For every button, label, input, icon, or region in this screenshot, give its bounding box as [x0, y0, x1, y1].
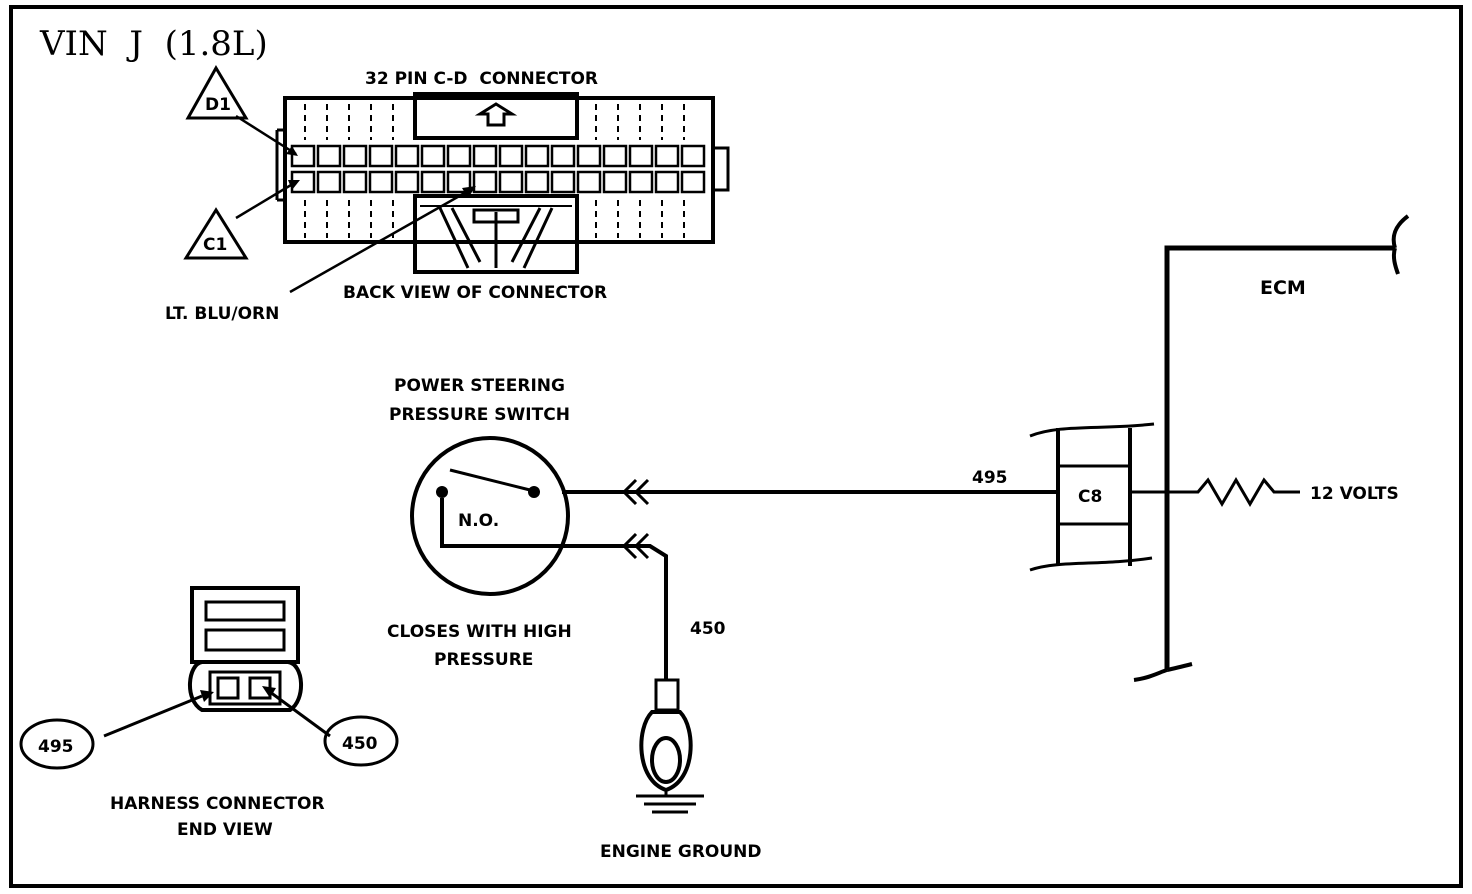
connector-dashes — [304, 104, 685, 238]
connector-cavity — [550, 144, 576, 168]
connector-cavity — [420, 144, 446, 168]
connector-cavity — [524, 170, 550, 194]
connector-cavity — [680, 144, 706, 168]
connector-cavities — [290, 144, 706, 194]
connector-cavity — [654, 170, 680, 194]
supply-voltage-label: 12 VOLTS — [1310, 484, 1399, 504]
engine-ground-label: ENGINE GROUND — [600, 842, 762, 862]
connector-cavity — [316, 144, 342, 168]
switch-name-line1: POWER STEERING — [394, 376, 565, 396]
harness-connector: 495 450 HARNESS CONNECTOR END VIEW — [19, 586, 399, 840]
harness-label-line1: HARNESS CONNECTOR — [110, 794, 325, 814]
switch-state-label: N.O. — [458, 511, 499, 531]
connector-cavity — [368, 144, 394, 168]
connector-cavity — [576, 170, 602, 194]
pin-d1-marker — [185, 65, 249, 120]
connector-cavity — [498, 144, 524, 168]
ecm-pin-label: C8 — [1078, 487, 1102, 507]
connector-cavity — [342, 144, 368, 168]
back-view-label: BACK VIEW OF CONNECTOR — [343, 283, 607, 303]
harness-label-line2: END VIEW — [177, 820, 273, 840]
connector-cavity — [394, 170, 420, 194]
wire-color-label: LT. BLU/ORN — [165, 304, 279, 324]
connector-cavity — [628, 144, 654, 168]
connector-cavity — [628, 170, 654, 194]
connector-cavity — [472, 144, 498, 168]
connector-cavity — [550, 170, 576, 194]
diagram-border — [9, 5, 1463, 888]
engine-title: VIN J (1.8L) — [39, 24, 268, 64]
circuit-450-label: 450 — [690, 619, 726, 639]
connector-cavity — [602, 170, 628, 194]
connector-cavity — [420, 170, 446, 194]
connector-cavity — [576, 144, 602, 168]
connector-cavity — [680, 170, 706, 194]
pin-d1-label: D1 — [205, 95, 231, 115]
circuit-495: 495 — [562, 468, 1058, 506]
connector-cavity — [342, 170, 368, 194]
connector-cavity — [394, 144, 420, 168]
circuit-450: 450 ENGINE GROUND — [600, 619, 762, 862]
connector-cavity — [602, 144, 628, 168]
connector-cavity — [524, 144, 550, 168]
harness-pin-495-label: 495 — [38, 737, 74, 757]
harness-pin-450-label: 450 — [342, 734, 378, 754]
connector-cavity — [446, 144, 472, 168]
connector-cavity — [316, 170, 342, 194]
circuit-495-label: 495 — [972, 468, 1008, 488]
switch-name-line2: PRESSURE SWITCH — [389, 405, 570, 425]
connector-cavity — [654, 144, 680, 168]
connector-cavity — [446, 170, 472, 194]
switch-note-line1: CLOSES WITH HIGH — [387, 622, 572, 642]
switch-note-line2: PRESSURE — [434, 650, 533, 670]
connector-cavity — [290, 144, 316, 168]
cd-connector: 32 PIN C-D CONNECTOR D1 C1 BACK VIEW OF … — [165, 65, 730, 324]
power-steering-pressure-switch: POWER STEERING PRESSURE SWITCH N.O. CLOS… — [387, 376, 668, 680]
connector-cavity — [368, 170, 394, 194]
connector-name: 32 PIN C-D CONNECTOR — [365, 69, 598, 89]
ecm-label: ECM — [1260, 277, 1306, 299]
ecm-block: ECM C8 12 VOLTS — [1029, 214, 1410, 682]
pin-c1-label: C1 — [203, 235, 227, 255]
connector-cavity — [498, 170, 524, 194]
connector-cavity — [472, 170, 498, 194]
pin-c1-marker — [183, 207, 249, 260]
